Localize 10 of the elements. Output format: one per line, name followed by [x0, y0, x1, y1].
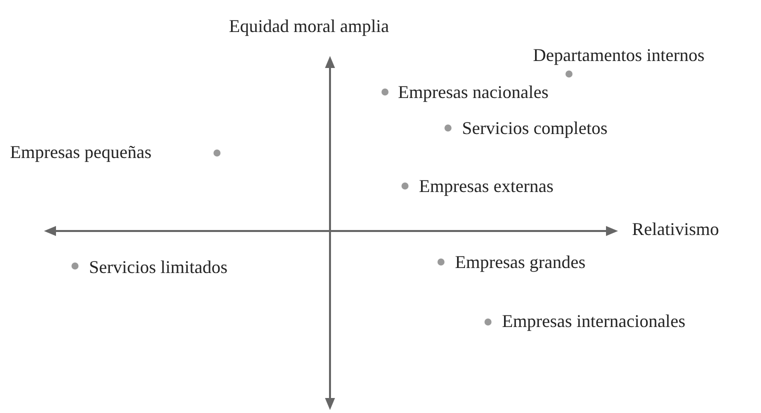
- point-label: Servicios limitados: [89, 256, 228, 278]
- point-label: Empresas externas: [419, 175, 554, 197]
- point-label: Servicios completos: [462, 117, 608, 139]
- point-label: Empresas internacionales: [502, 310, 686, 332]
- point-label: Departamentos internos: [533, 44, 704, 66]
- axis-label: Equidad moral amplia: [229, 15, 389, 37]
- axis-label: Relativismo: [632, 218, 719, 240]
- point-label: Empresas nacionales: [398, 81, 548, 103]
- point-label: Empresas pequeñas: [10, 141, 152, 163]
- point-label: Empresas grandes: [455, 251, 586, 273]
